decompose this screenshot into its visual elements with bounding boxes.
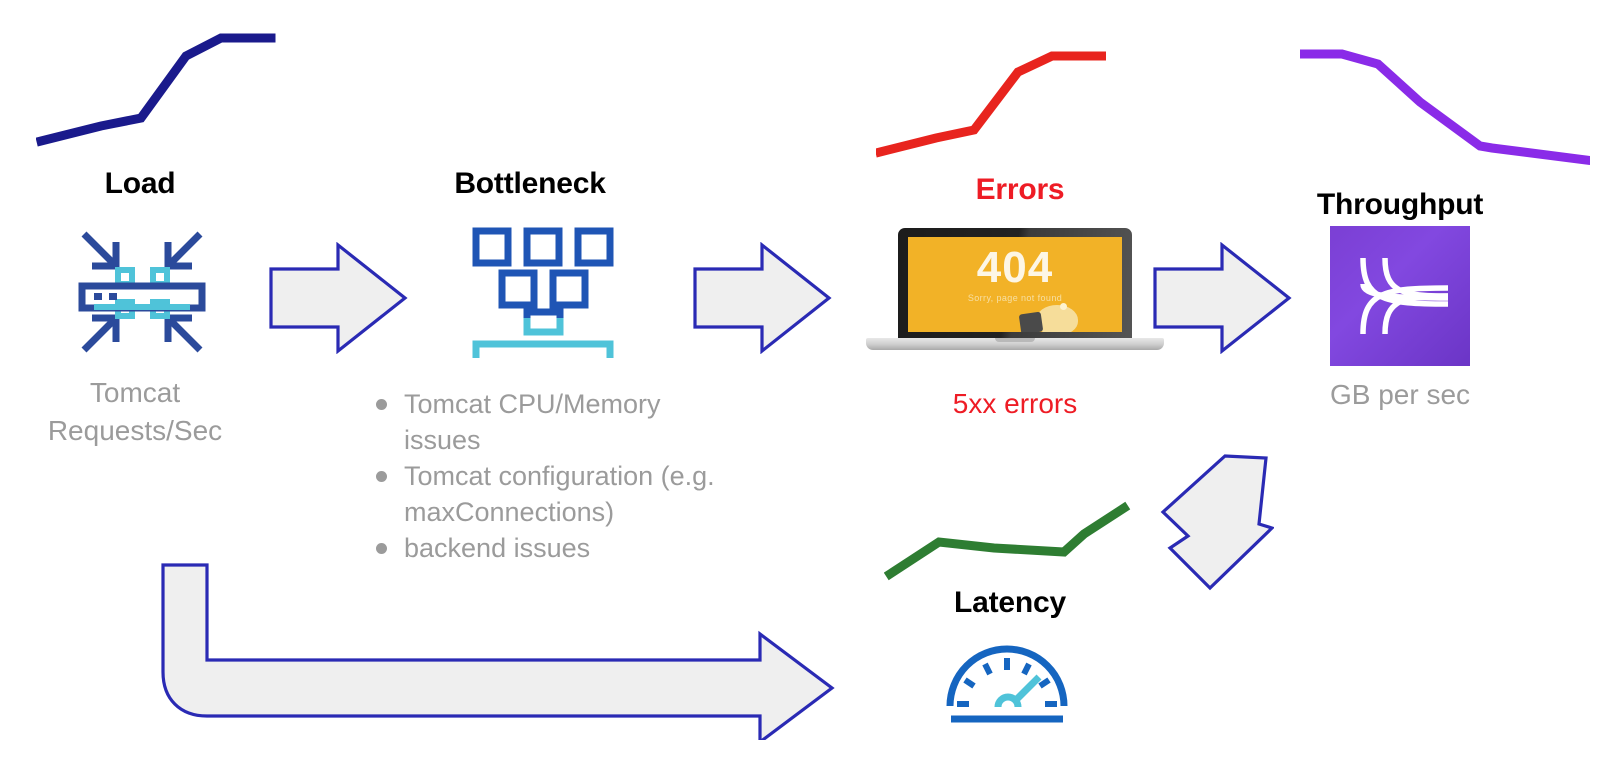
throughput-tile-icon <box>1330 226 1470 366</box>
errors-sparkline <box>876 51 1106 158</box>
server-compress-icon <box>78 231 206 353</box>
arrow-latency-to-throughput <box>1160 454 1274 591</box>
stage-title-throughput: Throughput <box>1316 188 1484 221</box>
converging-lines-icon <box>1360 257 1449 335</box>
arrow-load-to-bottleneck <box>269 242 408 354</box>
stage-title-bottleneck: Bottleneck <box>454 167 606 200</box>
gauge-icon <box>946 645 1068 723</box>
bullet-label: Tomcat CPU/Memory issues <box>404 389 661 455</box>
laptop-lid: 404 Sorry, page not found <box>898 228 1132 340</box>
caption-line: Tomcat <box>89 377 181 408</box>
arrow-load-to-latency <box>161 563 835 740</box>
laptop-404-icon: 404 Sorry, page not found <box>866 228 1164 352</box>
bullet-dot-icon <box>376 543 387 554</box>
bullet-dot-icon <box>376 471 387 482</box>
laptop-screen: 404 Sorry, page not found <box>908 237 1122 332</box>
error-code: 404 <box>976 243 1054 292</box>
error-message: Sorry, page not found <box>967 293 1063 303</box>
stage-caption-throughput: GB per sec <box>1280 376 1520 414</box>
caption-line: 5xx errors <box>952 388 1078 419</box>
caption-line: GB per sec <box>1329 379 1471 410</box>
bulb-icon <box>1036 305 1078 332</box>
funnel-nodes-icon <box>472 227 614 358</box>
stage-caption-load: Tomcat Requests/Sec <box>5 374 265 450</box>
bullet-dot-icon <box>376 399 387 410</box>
list-item: Tomcat CPU/Memory issues <box>376 386 736 458</box>
stage-title-errors: Errors <box>975 173 1065 206</box>
load-sparkline <box>36 33 276 147</box>
bottleneck-bullet-list: Tomcat CPU/Memory issues Tomcat configur… <box>376 386 736 566</box>
latency-sparkline <box>884 501 1131 581</box>
bulb-cap-icon <box>1018 311 1044 332</box>
stage-title-latency: Latency <box>954 586 1066 619</box>
bullet-label: Tomcat configuration (e.g. maxConnection… <box>404 461 715 527</box>
list-item: backend issues <box>376 530 736 566</box>
list-item: Tomcat configuration (e.g. maxConnection… <box>376 458 736 530</box>
stage-title-load: Load <box>104 167 176 200</box>
arrow-bottleneck-to-errors <box>693 242 832 354</box>
arrow-errors-to-throughput <box>1153 242 1292 354</box>
caption-line: Requests/Sec <box>47 415 223 446</box>
stage-caption-errors: 5xx errors <box>880 385 1150 423</box>
laptop-base <box>866 338 1164 350</box>
throughput-sparkline <box>1300 49 1590 165</box>
bulb-glow <box>1060 303 1067 310</box>
bullet-label: backend issues <box>404 533 591 563</box>
laptop-notch <box>995 338 1035 342</box>
